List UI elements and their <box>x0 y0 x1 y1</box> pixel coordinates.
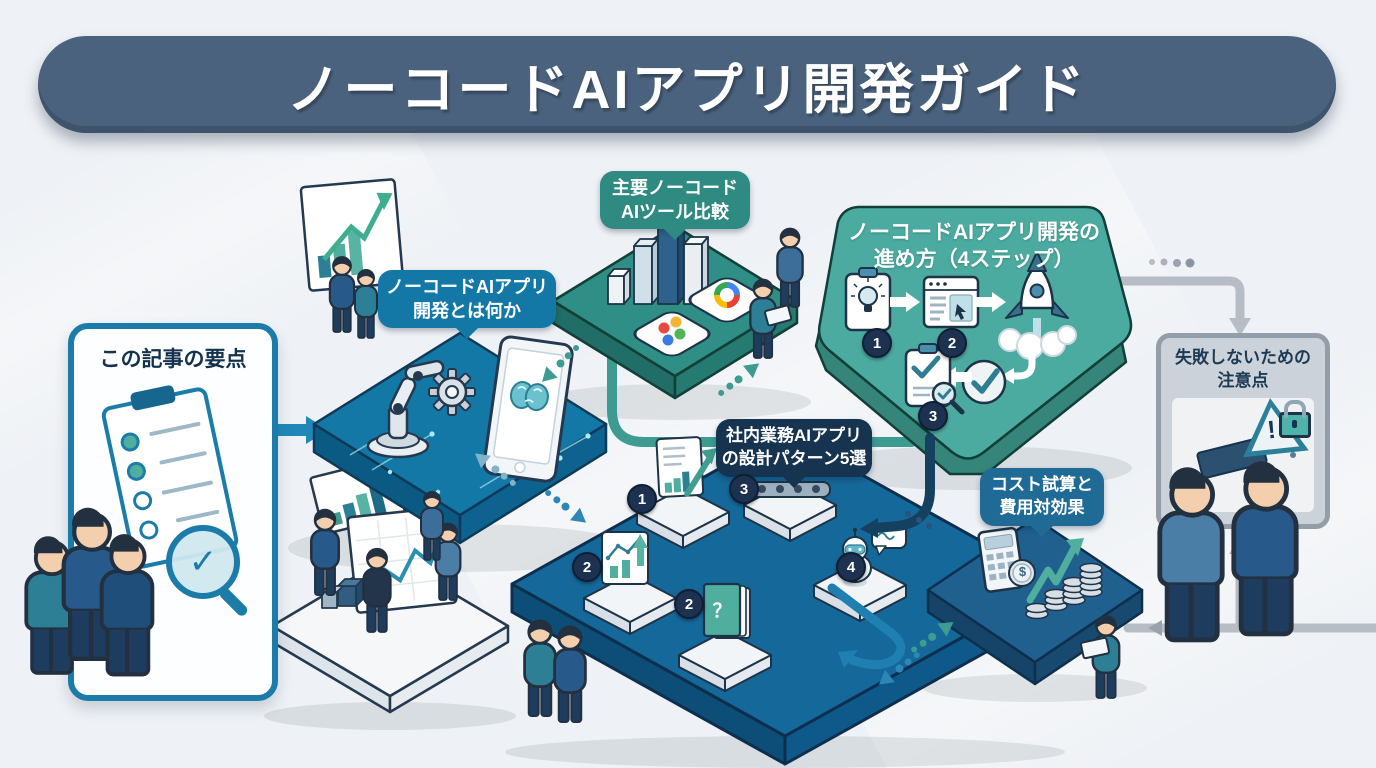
dollar-coin-icon <box>1008 559 1036 587</box>
curved-arrow-icon <box>1001 348 1036 384</box>
rocket-launch-icon <box>998 251 1077 360</box>
person <box>310 508 340 597</box>
person <box>1229 461 1301 637</box>
pattern-badge-4: 4 <box>836 552 866 582</box>
check-glyph: ✓ <box>188 543 218 581</box>
gray-connector-right <box>1103 276 1245 323</box>
laptop-icon <box>1079 636 1111 660</box>
brain-icon <box>509 381 549 412</box>
page-title: ノーコードAIアプリ開発ガイド <box>286 60 1088 120</box>
gear-icon <box>428 368 476 416</box>
step-badge-1: 1 <box>862 328 892 358</box>
robot-arm-icon <box>366 359 445 459</box>
analytics-chart-icon <box>601 531 649 585</box>
clipboard-clip <box>129 384 177 412</box>
label-design-patterns: 社内業務AIアプリ の設計パターン5選 <box>716 419 872 488</box>
report-growth-icon <box>655 436 717 498</box>
pattern-badge-2: 2 <box>572 552 602 582</box>
steps-platform-title: ノーコードAIアプリ開発の 進め方（4ステップ） <box>848 221 1100 272</box>
person <box>354 269 378 339</box>
person <box>553 625 587 724</box>
roi-arrow-icon <box>1026 538 1084 604</box>
navy-connector <box>871 433 935 533</box>
title-banner: ノーコードAIアプリ開発ガイド <box>38 36 1336 133</box>
pattern-badge-1: 1 <box>627 484 657 514</box>
person <box>98 534 157 677</box>
person <box>328 256 356 334</box>
steps-platform <box>814 205 1133 476</box>
magnifier-check-icon: ✓ <box>166 525 250 618</box>
overlay-connectors <box>827 433 935 670</box>
app-tile-colorful-icon <box>633 311 711 357</box>
key-points-title: この記事の要点 <box>99 348 247 371</box>
step-badge-3: 3 <box>918 401 948 431</box>
manual-book-icon <box>702 582 751 639</box>
person <box>1155 467 1227 643</box>
review-clipboard-icon <box>904 343 965 415</box>
app-tile-ring-icon <box>688 277 766 323</box>
step-arrow-icon <box>890 292 920 312</box>
coin-stacks-icon <box>1025 562 1103 620</box>
step-arrow-icon <box>976 292 1006 312</box>
label-tools-comparison: 主要ノーコード AIツール比較 <box>600 171 750 240</box>
cost-platform <box>926 516 1144 686</box>
magnifier-handle <box>217 586 250 618</box>
pattern-badge-5: 2 <box>674 589 704 619</box>
laptop-icon <box>764 304 793 327</box>
step-badge-2: 2 <box>937 328 967 358</box>
small-cubes <box>321 578 364 609</box>
teal-connector <box>607 325 917 447</box>
label-cost: コスト試算と 費用対効果 <box>980 468 1104 537</box>
pattern-badge-3: 3 <box>729 474 759 504</box>
dollar-glyph: $ <box>1018 564 1027 579</box>
label-what-is: ノーコードAIアプリ 開発とは何か <box>378 270 556 339</box>
blue-return-connector <box>827 583 906 670</box>
person <box>523 619 557 718</box>
cautions-title: 失敗しないための 注意点 <box>1175 348 1311 390</box>
lock-icon <box>1279 400 1311 438</box>
builder-window-icon <box>922 275 980 329</box>
trace-dot <box>1290 452 1296 458</box>
idea-clipboard-icon <box>844 267 892 332</box>
people <box>310 227 1121 724</box>
gray-arrow-down <box>1229 318 1251 336</box>
question-glyph: ？ <box>712 601 732 622</box>
